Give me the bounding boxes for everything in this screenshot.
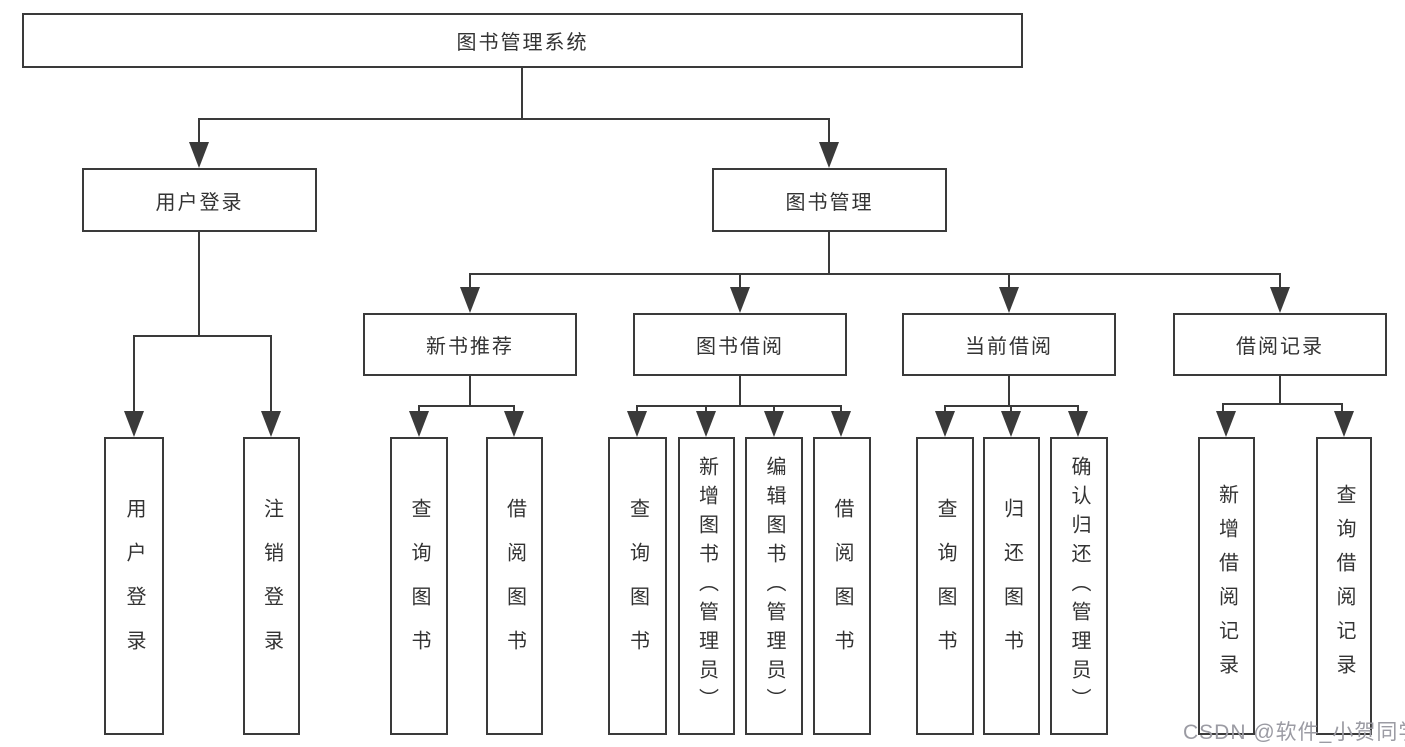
leaf-newbook-borrow: 借阅图书 bbox=[486, 437, 543, 735]
connector-root-vertical bbox=[521, 68, 523, 118]
leaf-current-confirm-admin-label: 确认归还（管理员） bbox=[1068, 455, 1090, 717]
connector-bookborrow-horizontal bbox=[636, 405, 842, 407]
connector-stem-r2 bbox=[1341, 403, 1343, 414]
leaf-borrow-add-admin-label: 新增图书（管理员） bbox=[695, 455, 718, 717]
arrowhead-c3 bbox=[1068, 411, 1088, 437]
leaf-record-query-label: 查询借阅记录 bbox=[1333, 484, 1355, 688]
arrowhead-c2 bbox=[1001, 411, 1021, 437]
node-new-book: 新书推荐 bbox=[363, 313, 577, 376]
arrowhead-u2 bbox=[261, 411, 281, 437]
leaf-newbook-query: 查询图书 bbox=[390, 437, 448, 735]
node-book-borrow-label: 图书借阅 bbox=[696, 336, 784, 358]
connector-bookborrow-vertical bbox=[739, 376, 741, 406]
connector-user-horizontal bbox=[133, 335, 272, 337]
node-user-login: 用户登录 bbox=[82, 168, 317, 232]
connector-stem-b1 bbox=[636, 405, 638, 414]
node-borrow-record-label: 借阅记录 bbox=[1236, 336, 1324, 358]
node-current-borrow-label: 当前借阅 bbox=[965, 336, 1053, 358]
arrowhead-r2 bbox=[1334, 411, 1354, 437]
connector-newbook-vertical bbox=[469, 376, 471, 406]
arrowhead-b1 bbox=[627, 411, 647, 437]
leaf-borrow-edit-admin: 编辑图书（管理员） bbox=[745, 437, 803, 735]
leaf-current-return: 归还图书 bbox=[983, 437, 1040, 735]
leaf-record-query: 查询借阅记录 bbox=[1316, 437, 1372, 735]
connector-stem-user-login bbox=[198, 118, 200, 144]
connector-stem-b2 bbox=[705, 405, 707, 414]
arrowhead-book-mgmt bbox=[819, 142, 839, 168]
connector-mgmt-vertical bbox=[828, 232, 830, 273]
arrowhead-r1 bbox=[1216, 411, 1236, 437]
connector-stem-u1 bbox=[133, 335, 135, 413]
connector-stem-r1 bbox=[1222, 403, 1224, 414]
connector-stem-c1 bbox=[944, 405, 946, 414]
connector-level1-horizontal bbox=[198, 118, 830, 120]
leaf-newbook-borrow-label: 借阅图书 bbox=[503, 498, 526, 674]
watermark: CSDN @软件_小贺同学 bbox=[1183, 721, 1405, 744]
connector-user-vertical bbox=[198, 232, 200, 336]
arrowhead-b4 bbox=[831, 411, 851, 437]
node-borrow-record: 借阅记录 bbox=[1173, 313, 1387, 376]
leaf-borrow-borrow-label: 借阅图书 bbox=[831, 498, 853, 674]
connector-stem-c2 bbox=[1010, 405, 1012, 414]
connector-stem-c3 bbox=[1077, 405, 1079, 414]
arrowhead-n1 bbox=[409, 411, 429, 437]
leaf-borrow-borrow: 借阅图书 bbox=[813, 437, 871, 735]
arrowhead-u1 bbox=[124, 411, 144, 437]
arrowhead-bookborrow bbox=[730, 287, 750, 313]
connector-stem-bookborrow bbox=[739, 273, 741, 289]
connector-stem-b3 bbox=[773, 405, 775, 414]
connector-borrowrecord-horizontal bbox=[1222, 403, 1343, 405]
connector-borrowrecord-vertical bbox=[1279, 376, 1281, 404]
leaf-current-query-label: 查询图书 bbox=[934, 498, 956, 674]
connector-stem-borrowrecord bbox=[1279, 273, 1281, 289]
connector-stem-u2 bbox=[270, 335, 272, 413]
leaf-logout-label: 注销登录 bbox=[260, 498, 283, 674]
leaf-user-login-label: 用户登录 bbox=[123, 498, 145, 674]
connector-stem-n1 bbox=[418, 405, 420, 414]
node-book-mgmt: 图书管理 bbox=[712, 168, 947, 232]
leaf-newbook-query-label: 查询图书 bbox=[408, 498, 430, 674]
leaf-current-confirm-admin: 确认归还（管理员） bbox=[1050, 437, 1108, 735]
connector-stem-currentborrow bbox=[1008, 273, 1010, 289]
arrowhead-b3 bbox=[764, 411, 784, 437]
connector-newbook-horizontal bbox=[418, 405, 515, 407]
leaf-borrow-query: 查询图书 bbox=[608, 437, 667, 735]
leaf-borrow-query-label: 查询图书 bbox=[626, 498, 649, 674]
connector-currentborrow-vertical bbox=[1008, 376, 1010, 406]
connector-stem-n2 bbox=[513, 405, 515, 414]
arrowhead-newbook bbox=[460, 287, 480, 313]
arrowhead-borrowrecord bbox=[1270, 287, 1290, 313]
arrowhead-n2 bbox=[504, 411, 524, 437]
node-book-mgmt-label: 图书管理 bbox=[785, 191, 874, 214]
arrowhead-user-login bbox=[189, 142, 209, 168]
node-current-borrow: 当前借阅 bbox=[902, 313, 1116, 376]
node-book-borrow: 图书借阅 bbox=[633, 313, 847, 376]
arrowhead-c1 bbox=[935, 411, 955, 437]
node-user-login-label: 用户登录 bbox=[155, 191, 244, 214]
node-new-book-label: 新书推荐 bbox=[426, 336, 514, 358]
arrowhead-b2 bbox=[696, 411, 716, 437]
connector-stem-book-mgmt bbox=[828, 118, 830, 144]
arrowhead-currentborrow bbox=[999, 287, 1019, 313]
leaf-current-query: 查询图书 bbox=[916, 437, 974, 735]
connector-level2-horizontal bbox=[469, 273, 1281, 275]
leaf-user-login: 用户登录 bbox=[104, 437, 164, 735]
connector-stem-b4 bbox=[840, 405, 842, 414]
leaf-record-add-label: 新增借阅记录 bbox=[1215, 484, 1238, 688]
leaf-current-return-label: 归还图书 bbox=[1000, 498, 1023, 674]
node-root-label: 图书管理系统 bbox=[456, 32, 589, 54]
connector-stem-newbook bbox=[469, 273, 471, 289]
leaf-record-add: 新增借阅记录 bbox=[1198, 437, 1255, 735]
leaf-borrow-add-admin: 新增图书（管理员） bbox=[678, 437, 735, 735]
leaf-logout: 注销登录 bbox=[243, 437, 300, 735]
node-root: 图书管理系统 bbox=[22, 13, 1023, 68]
leaf-borrow-edit-admin-label: 编辑图书（管理员） bbox=[763, 455, 785, 717]
